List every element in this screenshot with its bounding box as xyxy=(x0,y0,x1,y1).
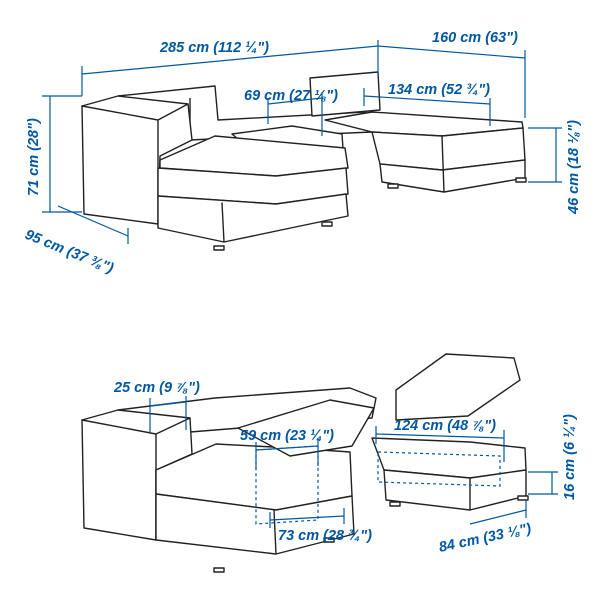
depth-label: 95 cm (37 ⅜") xyxy=(23,227,116,277)
storage-depth-label: 73 cm (28 ¾") xyxy=(278,528,372,544)
armrest-width-label: 25 cm (9 ⅞") xyxy=(113,380,200,396)
back-height-label: 71 cm (28") xyxy=(26,118,42,196)
seat-height-label: 46 cm (18 ⅛") xyxy=(566,120,582,215)
sofa-bottom-illustration xyxy=(81,353,529,573)
chaise-storage-length-label: 124 cm (48 ⅞") xyxy=(394,418,496,434)
chaise-storage-width-label: 84 cm (33 ⅛") xyxy=(438,521,533,556)
chaise-length-label: 134 cm (52 ¾") xyxy=(388,82,490,98)
storage-height-label: 16 cm (6 ¼") xyxy=(562,414,578,500)
total-width-label: 285 cm (112 ¼") xyxy=(159,40,269,56)
chaise-width-label: 160 cm (63") xyxy=(432,30,518,46)
bottom-dimension-lines xyxy=(149,396,558,528)
storage-width-label: 59 cm (23 ¼") xyxy=(240,428,334,444)
storage-outlines xyxy=(255,445,501,525)
top-dimension-lines xyxy=(42,40,562,244)
seat-width-label: 69 cm (27 ⅛") xyxy=(244,88,338,104)
sofa-top-illustration xyxy=(81,71,527,251)
